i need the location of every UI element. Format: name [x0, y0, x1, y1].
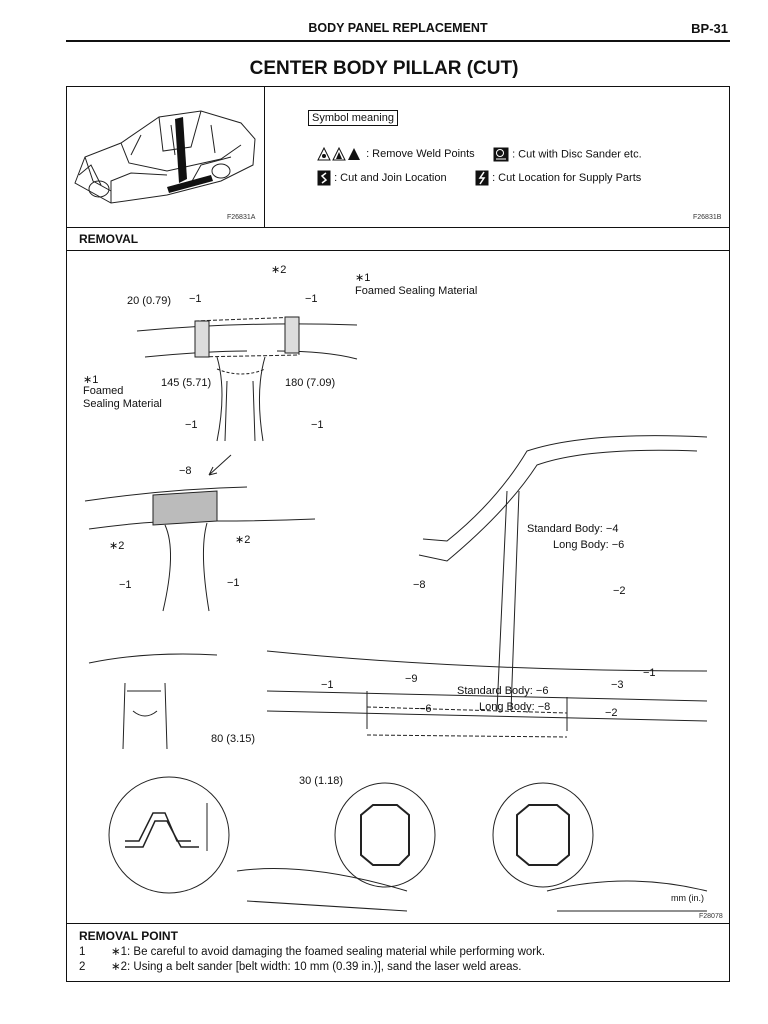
removal-diagram [84, 316, 708, 912]
star1-top: ∗1 [355, 272, 371, 284]
legend-disc-sander: : Cut with Disc Sander etc. [493, 147, 642, 162]
weld-label-1h: −1 [321, 679, 334, 691]
page-title: CENTER BODY PILLAR (CUT) [249, 58, 519, 79]
weld-label-8: −8 [179, 465, 192, 477]
weld-label-2: −2 [613, 585, 626, 597]
figure-id-removal: F28078 [699, 913, 723, 920]
removal-point-item-1: 1∗1: Be careful to avoid damaging the fo… [79, 946, 546, 958]
figure-id-right: F26831B [693, 214, 722, 221]
disc-sander-icon [493, 147, 509, 162]
foam-left-1: Foamed [83, 385, 124, 397]
removal-point-item-2: 2∗2: Using a belt sander [belt width: 10… [79, 961, 522, 973]
weld-label-8b: −8 [413, 579, 426, 591]
legend-remove-weld: : Remove Weld Points [317, 147, 475, 161]
dim-30: 30 (1.18) [299, 775, 344, 787]
car-location-illustration [74, 110, 256, 204]
units-label: mm (in.) [671, 893, 704, 903]
weld-label-1e: −1 [119, 579, 132, 591]
weld-label-2b: −2 [605, 707, 618, 719]
long-body-8: Long Body: −8 [479, 701, 551, 713]
star1-left: ∗1 [83, 374, 99, 386]
foam-top-label: Foamed Sealing Material [355, 285, 478, 297]
legend-supply-parts: : Cut Location for Supply Parts [475, 170, 641, 186]
page-number: BP-31 [691, 21, 728, 36]
page-header: BODY PANEL REPLACEMENT BP-31 [66, 18, 730, 40]
star2-left: ∗2 [109, 540, 125, 552]
removal-heading-rule [67, 250, 729, 251]
star2-right: ∗2 [235, 534, 251, 546]
weld-point-icon [317, 147, 360, 161]
header-rule [66, 40, 730, 42]
dim-80: 80 (3.15) [211, 733, 256, 745]
figure-id-left: F26831A [227, 214, 256, 221]
weld-label-1d: −1 [311, 419, 324, 431]
long-body-6: Long Body: −6 [553, 539, 625, 551]
removal-point-rule [67, 923, 729, 924]
dim-180: 180 (7.09) [285, 377, 336, 389]
weld-label-1g: −1 [643, 667, 656, 679]
star2-top: ∗2 [271, 264, 287, 276]
removal-heading: REMOVAL [79, 232, 139, 246]
weld-label-6: −6 [419, 703, 432, 715]
std-body-6: Standard Body: −6 [457, 685, 549, 697]
cut-join-icon [317, 170, 331, 186]
weld-label-1b: −1 [305, 293, 318, 305]
top-panel-bottom-rule [67, 227, 729, 228]
removal-point-heading: REMOVAL POINT [79, 929, 178, 943]
dim-145: 145 (5.71) [161, 377, 212, 389]
removal-point: REMOVAL POINT 1∗1: Be careful to avoid d… [79, 929, 545, 973]
dim-20: 20 (0.79) [127, 295, 172, 307]
top-panel-divider [264, 87, 265, 227]
section-title: BODY PANEL REPLACEMENT [308, 21, 488, 35]
legend-cut-join: : Cut and Join Location [317, 170, 447, 186]
supply-cut-icon [475, 170, 489, 186]
std-body-4: Standard Body: −4 [527, 523, 619, 535]
weld-label-1c: −1 [185, 419, 198, 431]
legend-heading: Symbol meaning [308, 110, 398, 126]
weld-label-1a: −1 [189, 293, 202, 305]
weld-label-1f: −1 [227, 577, 240, 589]
content-frame: F26831A F26831B Symbol meaning : Remove … [66, 86, 730, 982]
foam-left-2: Sealing Material [83, 398, 162, 410]
weld-label-3: −3 [611, 679, 624, 691]
weld-label-9: −9 [405, 673, 418, 685]
